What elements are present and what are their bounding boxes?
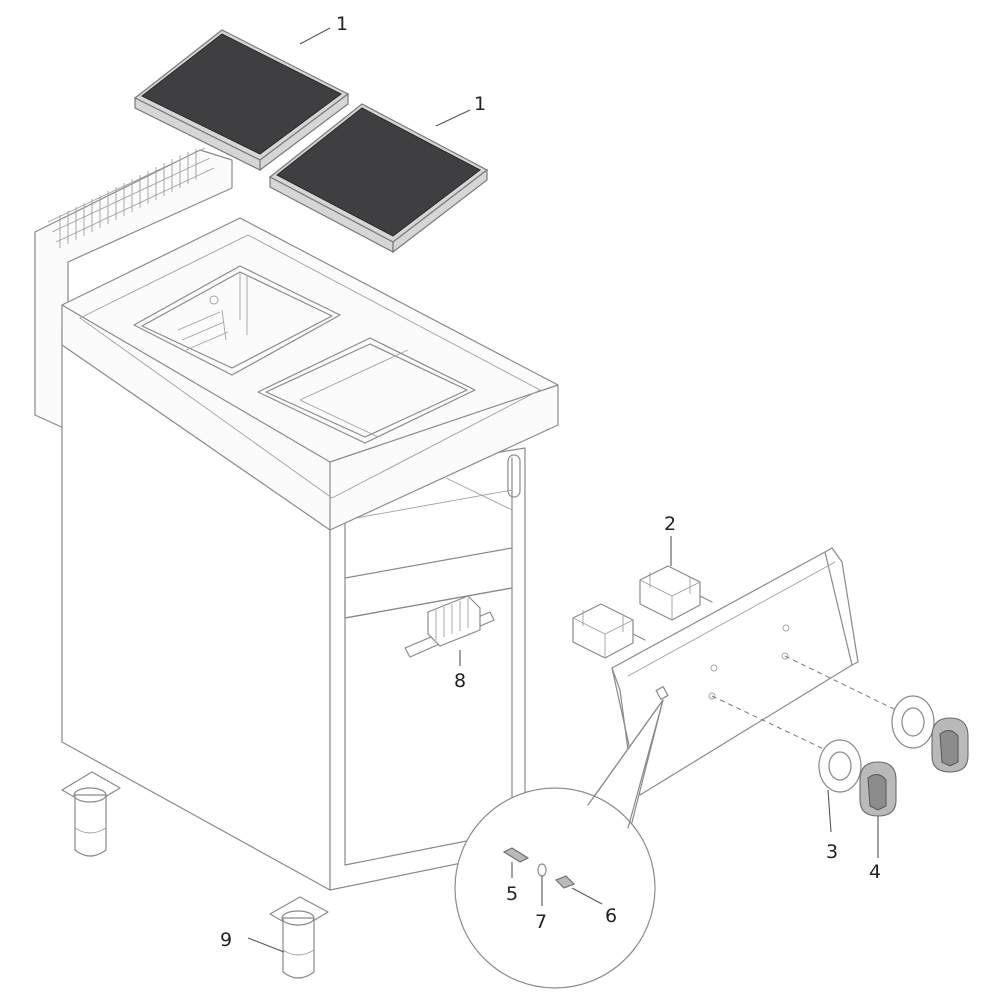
adjustable-foot-front [269, 896, 329, 979]
knob-bezel-upper [891, 695, 935, 749]
callout-ring: 7 [535, 911, 547, 933]
indicator-ring [537, 863, 547, 877]
alignment-line-lower [711, 695, 831, 753]
vent-slots [47, 147, 215, 248]
terminal-block [404, 595, 495, 658]
callout-indicator: 5 [506, 883, 518, 905]
callout-lamp: 6 [605, 905, 617, 927]
callout-bezel: 3 [826, 841, 838, 863]
rotary-switch-upper [639, 565, 713, 621]
hot-plate-left [133, 29, 350, 172]
leader-lines [247, 27, 879, 953]
callout-knob: 4 [869, 861, 881, 883]
control-knob-lower [859, 761, 897, 817]
cabinet [34, 147, 559, 891]
alignment-line-upper [784, 655, 901, 713]
callout-plate-right: 1 [474, 93, 486, 115]
callout-plate-left: 1 [336, 13, 348, 35]
callout-foot: 9 [220, 929, 232, 951]
control-knob-upper [931, 717, 969, 773]
adjustable-foot-rear [61, 771, 121, 857]
detail-magnifier [454, 699, 664, 989]
hot-plate-right [268, 103, 489, 254]
rotary-switch-lower [572, 603, 646, 659]
callout-terminal-block: 8 [454, 670, 466, 692]
callout-switch: 2 [664, 513, 676, 535]
indicator-lamp-tube [502, 847, 530, 863]
knob-bezel-lower [818, 739, 862, 793]
indicator-lamp [555, 875, 575, 889]
